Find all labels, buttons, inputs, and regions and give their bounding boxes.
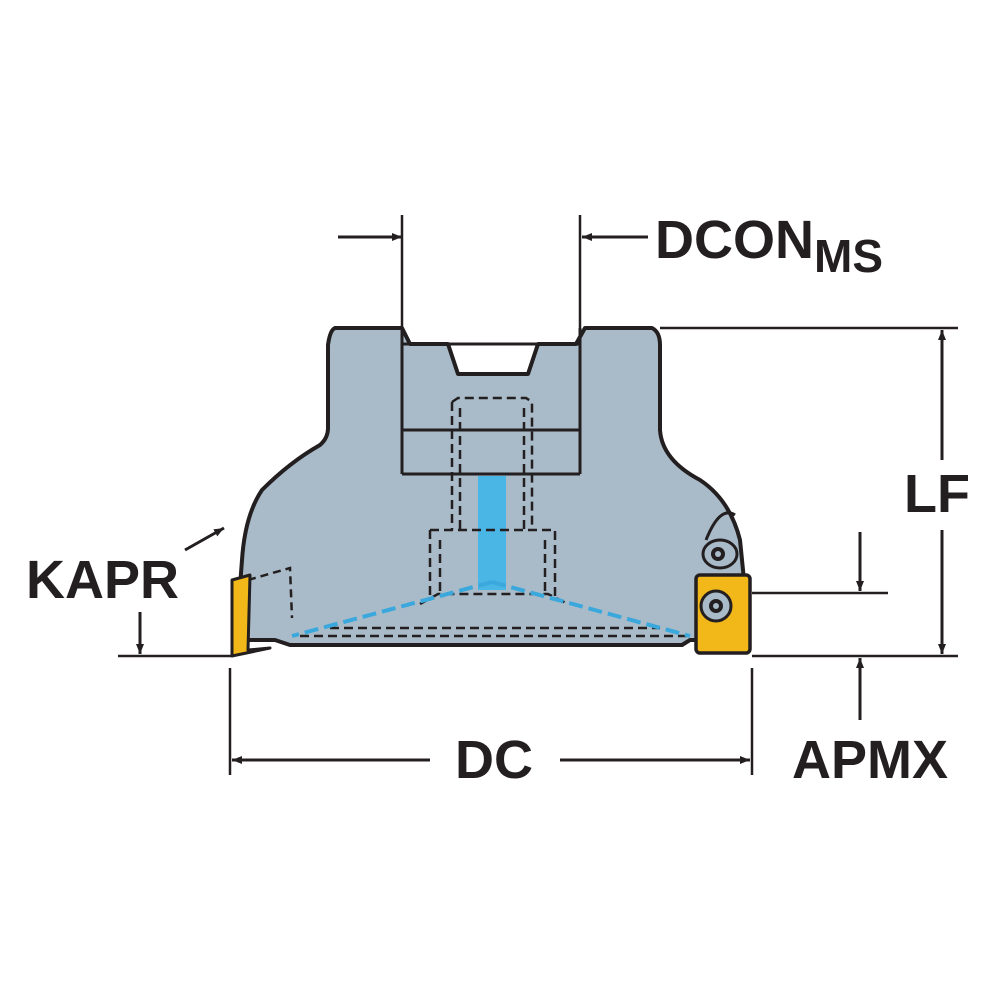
left-pocket: [247, 566, 294, 619]
apmx-label: APMX: [792, 730, 948, 790]
dcon-label: DCONMS: [655, 210, 883, 282]
dc-label: DC: [455, 730, 533, 790]
left-insert: [230, 573, 272, 658]
upper-insert-screw-icon: [701, 511, 739, 570]
extension-lines: [118, 215, 958, 775]
kapr-angle-arrow: [184, 526, 225, 552]
dcon-label-sub: MS: [814, 230, 883, 282]
kapr-label: KAPR: [26, 550, 179, 610]
coolant-channel: [478, 476, 506, 590]
lf-label: LF: [904, 464, 970, 524]
dcon-label-main: DCON: [655, 210, 814, 270]
drive-slot-lines: [400, 328, 582, 476]
right-insert-screw-icon: [699, 589, 733, 623]
coolant-lines: [291, 580, 691, 638]
